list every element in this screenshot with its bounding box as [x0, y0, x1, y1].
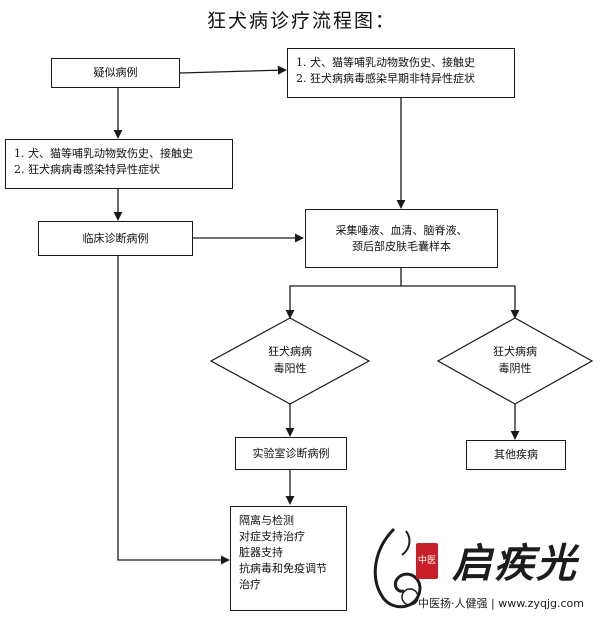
- calligraphy-logo-icon: [373, 527, 422, 609]
- watermark-brand: 启疾光: [452, 540, 578, 587]
- decision-positive-line-1: 狂犬病病: [268, 345, 312, 358]
- diagram-title: 狂犬病诊疗流程图：: [206, 10, 396, 32]
- node-sample-collection: 采集唾液、血清、脑脊液、 颈后部皮肤毛囊样本: [305, 209, 498, 268]
- decision-negative-line-1: 狂犬病病: [493, 345, 537, 358]
- watermark-slogan: 中医扬·人健强 | www.zyqjg.com: [418, 597, 584, 610]
- node-lab-confirmed-case: 实验室诊断病例: [235, 437, 347, 470]
- decision-positive: 狂犬病病 毒阳性: [241, 343, 339, 377]
- edge-clinical-to-treatment: [117, 256, 230, 565]
- edge-sample-branch-negative: [401, 285, 520, 319]
- watermark-stamp: 中医: [416, 543, 438, 579]
- node-other-disease-label: 其他疾病: [494, 448, 538, 461]
- treatment-line-5: 治疗: [239, 578, 261, 591]
- node-lab-confirmed-label: 实验室诊断病例: [252, 446, 330, 460]
- treatment-line-1: 隔离与检测: [239, 514, 294, 527]
- node-suspected-case-label: 疑似病例: [93, 66, 138, 79]
- treatment-line-3: 脏器支持: [239, 546, 283, 559]
- node-early-history: 1. 犬、猫等哺乳动物致伤史、接触史 2. 狂犬病病毒感染早期非特异性症状: [287, 48, 515, 98]
- site-watermark: 中医 启疾光 中医扬·人健强 | www.zyqjg.com: [360, 515, 603, 621]
- node-suspected-case: 疑似病例: [51, 58, 180, 88]
- node-clinical-case-label: 临床诊断病例: [82, 231, 149, 245]
- node-other-disease: 其他疾病: [466, 440, 566, 470]
- node-specific-history: 1. 犬、猫等哺乳动物致伤史、接触史 2. 狂犬病病毒感染特异性症状: [5, 139, 233, 189]
- specific-history-line-1: 1. 犬、猫等哺乳动物致伤史、接触史: [14, 147, 193, 160]
- edge-suspected-to-early-history: [179, 65, 287, 75]
- node-treatment: 隔离与检测 对症支持治疗 脏器支持 抗病毒和免疫调节 治疗: [230, 506, 347, 611]
- decision-negative-shape: [436, 317, 594, 405]
- decision-negative: 狂犬病病 毒阴性: [466, 343, 564, 377]
- early-history-line-2: 2. 狂犬病病毒感染早期非特异性症状: [296, 72, 475, 85]
- edge-sample-branch: [285, 268, 402, 319]
- sample-line-2: 颈后部皮肤毛囊样本: [352, 239, 451, 253]
- decision-negative-line-2: 毒阴性: [498, 362, 532, 375]
- sample-line-1: 采集唾液、血清、脑脊液、: [335, 223, 468, 237]
- early-history-line-1: 1. 犬、猫等哺乳动物致伤史、接触史: [296, 56, 475, 69]
- treatment-line-4: 抗病毒和免疫调节: [239, 562, 327, 575]
- node-clinical-case: 临床诊断病例: [38, 221, 193, 256]
- decision-positive-line-2: 毒阳性: [273, 362, 307, 375]
- treatment-line-2: 对症支持治疗: [239, 530, 305, 543]
- decision-positive-shape: [209, 317, 371, 405]
- specific-history-line-2: 2. 狂犬病病毒感染特异性症状: [14, 163, 160, 176]
